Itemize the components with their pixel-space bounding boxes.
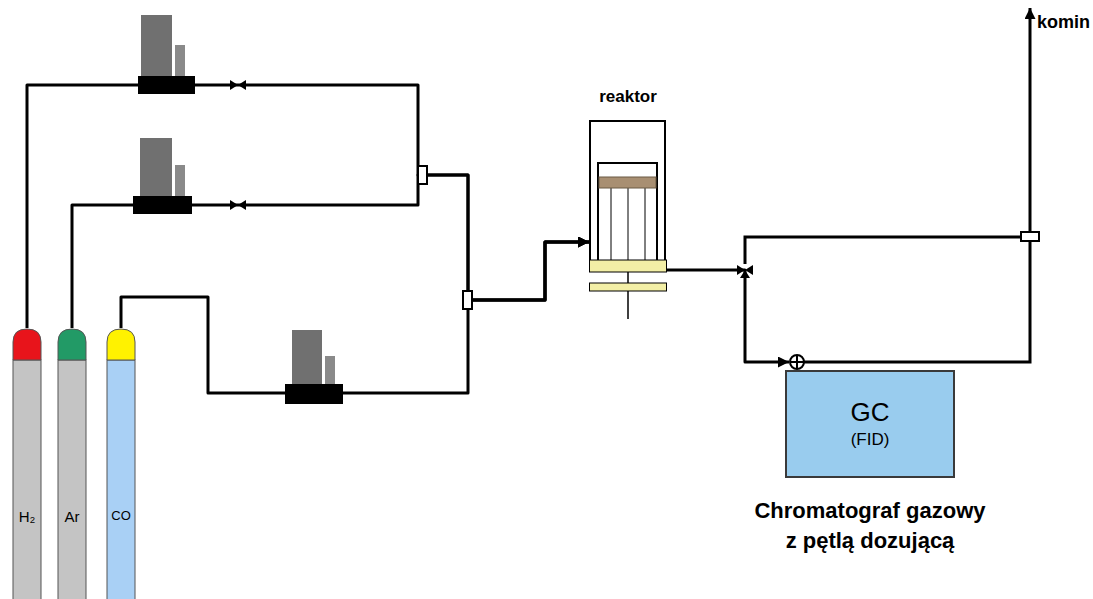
gas-line [121,242,589,393]
sample-loop-inlet [790,355,804,369]
cylinder-shape [57,328,87,599]
vent-line [745,237,1030,264]
valve-symbol [238,200,246,210]
detector-name: (FID) [851,428,890,452]
gas-line [667,270,789,362]
mass-flow-controller [285,330,343,404]
mass-flow-controller [133,138,192,214]
vent-label: komin [1037,10,1090,34]
gas-cylinder: Ar [57,328,87,599]
reactor: reaktor [585,86,671,322]
valve-symbol [238,80,246,90]
reactor-vessel [589,120,667,320]
three-way-valve [737,265,753,278]
mass-flow-controller [138,15,195,94]
vent-line [804,241,1030,362]
device-name: GC [851,396,890,428]
cylinder-shape [12,328,42,599]
gas-name: H₂ [12,508,42,526]
tee-junction [418,166,427,184]
cylinder-shape [106,328,136,599]
gas-name: Ar [57,508,87,526]
instrument-caption: Chromatograf gazowy z pętlą dozującą [750,496,990,555]
gas-line [72,175,589,328]
analyzer-box: GC(FID) [785,370,955,478]
gas-line [27,85,589,328]
tee-junction [463,291,472,309]
gas-name: CO [106,508,136,524]
vent-arrow [1029,8,1032,232]
valve-symbol [230,80,238,90]
gas-cylinder: CO [106,328,136,599]
gas-cylinder: H₂ [12,328,42,599]
tee-junction [1021,232,1039,241]
valve-symbol [230,200,238,210]
reactor-title: reaktor [585,86,671,108]
